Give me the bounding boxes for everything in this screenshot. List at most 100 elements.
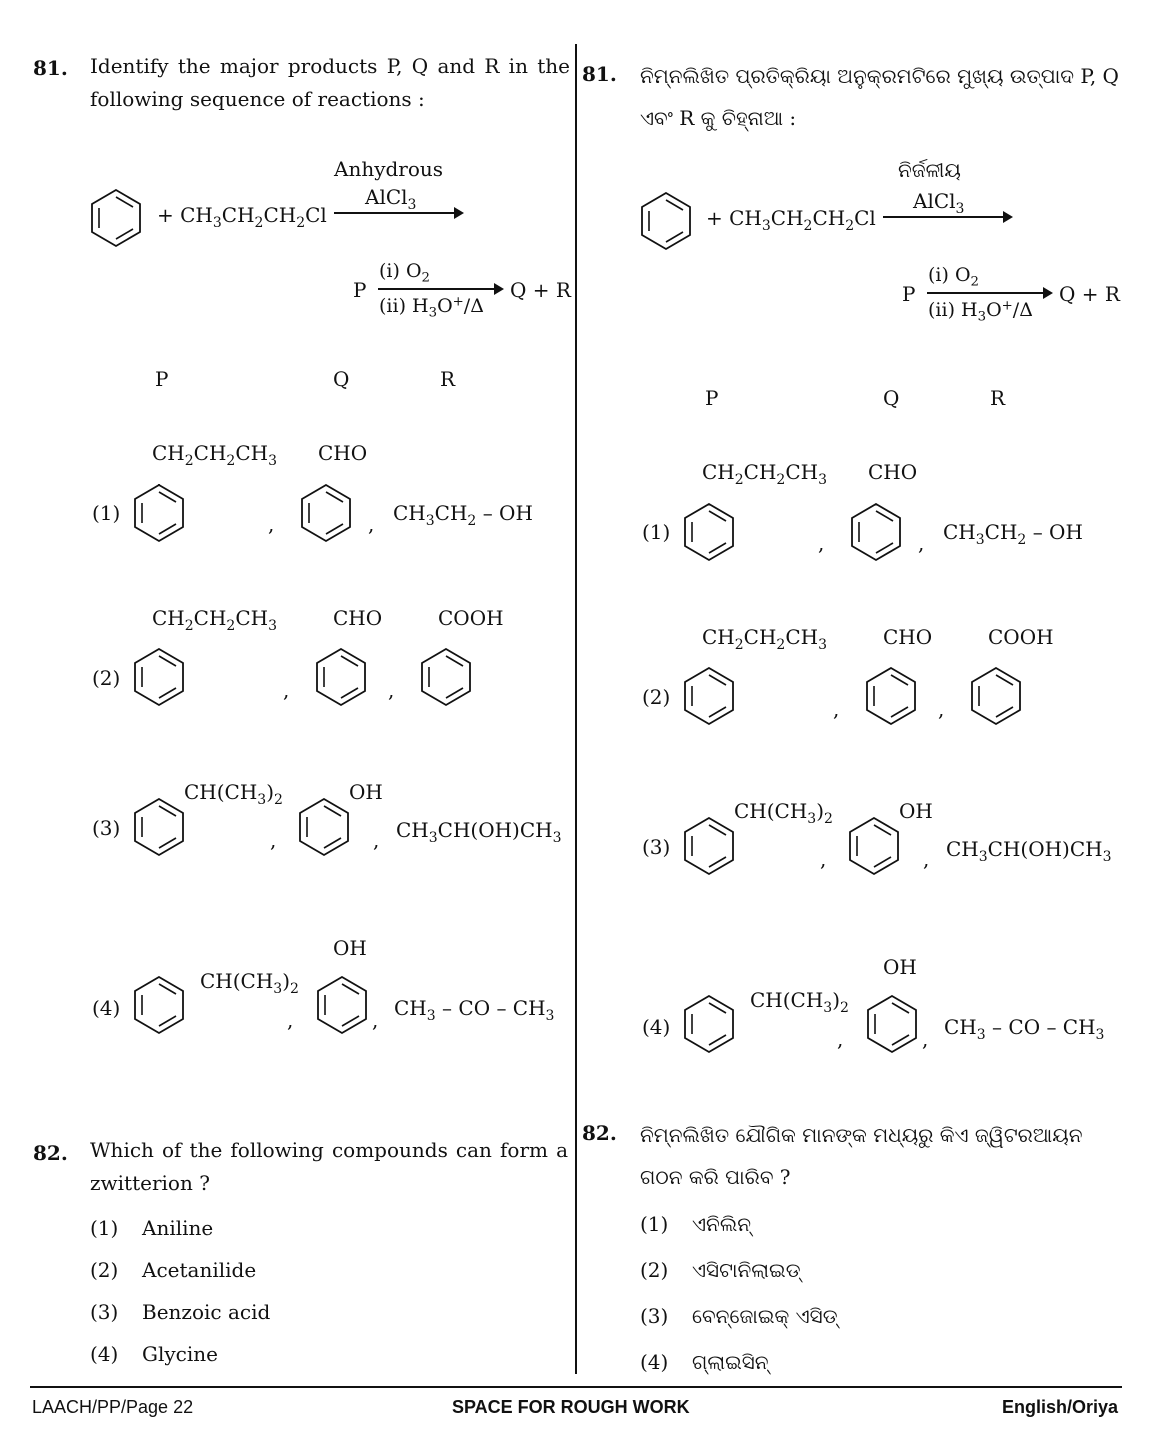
opt4-r: CH3 – CO – CH3 [394,996,555,1024]
benzene-ring-icon [317,976,367,1034]
q82-or-option-2-text: ଏସିଟାନିଲାଇଡ୍ [692,1258,801,1282]
opt1-p-or: CH2CH2CH3 [702,460,828,488]
q82-option-2-text: Acetanilide [142,1258,257,1282]
benzene-ring-icon [866,667,916,725]
benzene-ring-icon [684,667,734,725]
q81-number: 81. [33,56,68,80]
q81-or-option-4-label: (4) [642,1015,671,1039]
opt1-q: CHO [318,441,368,465]
reagent-alcl3-or: AlCl3 [913,189,965,217]
step2-reagent2-or: (ii) H3O+/Δ [928,298,1033,325]
opt1-q-or: CHO [868,460,918,484]
benzene-ring-icon [316,648,366,706]
step2-reagent2: (ii) H3O+/Δ [379,294,484,321]
q81-text-en: Identify the major products P, Q and R i… [90,54,570,111]
q82-or-option-3-text: ବେନ୍‌ଜୋଇକ୍ ଏସିଡ୍ [692,1304,838,1328]
q82-option-1-label: (1) [90,1216,119,1240]
step2-arrow-or [927,287,1053,299]
reactant-or: + CH3CH2CH2Cl [706,206,876,234]
comma: , [837,1027,844,1051]
benzene-ring-icon [971,667,1021,725]
benzene-ring-icon [851,503,901,561]
comma: , [938,697,945,721]
benzene-ring-icon [134,976,184,1034]
comma: , [270,828,277,852]
footer-rough-work: SPACE FOR ROUGH WORK [452,1397,690,1417]
comma: , [833,697,840,721]
opt4-p-or: CH(CH3)2 [750,988,849,1016]
comma: , [287,1008,294,1032]
header-p-or: P [705,386,719,410]
q82-option-4-label: (4) [90,1342,119,1366]
opt3-r-or: CH3CH(OH)CH3 [946,837,1112,865]
q82-or-option-4-text: ଗ୍ଲାଇସିନ୍ [692,1350,769,1374]
opt2-p: CH2CH2CH3 [152,606,278,634]
step2-reagent1-or: (i) O2 [928,264,979,290]
step2-right-or: Q + R [1059,282,1120,306]
opt3-p-or: CH(CH3)2 [734,799,833,827]
benzene-ring-icon [134,484,184,542]
reagent-alcl3: AlCl3 [365,185,417,213]
q81-or-option-2-label: (2) [642,685,671,709]
english-column: 81. Identify the major products P, Q and… [0,0,575,1380]
benzene-ring-icon [684,817,734,875]
benzene-ring-icon [299,798,349,856]
q82-option-3-label: (3) [90,1300,119,1324]
comma: , [922,1027,929,1051]
q82-option-3-text: Benzoic acid [142,1300,271,1324]
q82-or-option-1-label: (1) [640,1212,669,1236]
reactant: + CH3CH2CH2Cl [157,203,327,231]
opt1-r: CH3CH2 – OH [393,501,533,529]
q82-or-option-4-label: (4) [640,1350,669,1374]
opt2-r: COOH [438,606,504,630]
footer-rule [30,1386,1122,1388]
q82-text-or: ନିମ୍ନଲିଖିତ ଯୌଗିକ ମାନଙ୍କ ମଧ୍ୟରୁ କିଏ ଜ୍ୱିଟ… [640,1123,1083,1189]
footer-page-code: LAACH/PP/Page 22 [32,1397,194,1417]
comma: , [268,512,275,536]
benzene-ring-icon [91,189,141,247]
q81-option-1-label: (1) [92,501,121,525]
opt3-p: CH(CH3)2 [184,780,283,808]
q82-or-option-2-label: (2) [640,1258,669,1282]
q82-or-option-3-label: (3) [640,1304,669,1328]
opt2-r-or: COOH [988,625,1054,649]
opt3-q-or: OH [899,799,933,823]
header-r: R [440,367,456,391]
reaction-arrow [334,207,464,219]
q82-or-option-1-text: ଏନିଲିନ୍ [692,1212,752,1236]
opt3-q: OH [349,780,383,804]
benzene-ring-icon [684,995,734,1053]
footer-language: English/Oriya [1001,1397,1118,1417]
opt1-r-or: CH3CH2 – OH [943,520,1083,548]
q82-option-1-text: Aniline [142,1216,214,1240]
comma: , [923,847,930,871]
comma: , [820,847,827,871]
comma: , [368,512,375,536]
benzene-ring-icon [134,648,184,706]
benzene-ring-icon [301,484,351,542]
step2-reagent1: (i) O2 [379,260,430,286]
q81-or-option-3-label: (3) [642,835,671,859]
benzene-ring-icon [684,503,734,561]
opt2-p-or: CH2CH2CH3 [702,625,828,653]
header-q: Q [333,367,350,391]
q82-option-4-text: Glycine [142,1342,218,1366]
q81-number-or: 81. [582,62,617,86]
step2-left-or: P [902,282,916,306]
comma: , [372,1008,379,1032]
column-divider [575,44,577,1374]
step2-arrow [378,283,504,295]
comma: , [388,678,395,702]
benzene-ring-icon [421,648,471,706]
condition-nirjaliya: ନିର୍ଜଳୀୟ [898,158,961,182]
q82-text-en: Which of the following compounds can for… [90,1138,568,1195]
q82-number-or: 82. [582,1121,617,1145]
q81-option-4-label: (4) [92,996,121,1020]
benzene-ring-icon [849,817,899,875]
step2-right: Q + R [510,278,571,302]
oriya-column: 81. ନିମ୍ନଲିଖିତ ପ୍ରତିକ୍ରିୟା ଅନୁକ୍ରମଟିରେ ମ… [578,0,1152,1380]
condition-anhydrous: Anhydrous [334,157,444,181]
q82-number: 82. [33,1141,68,1165]
opt3-r: CH3CH(OH)CH3 [396,818,562,846]
comma: , [818,531,825,555]
